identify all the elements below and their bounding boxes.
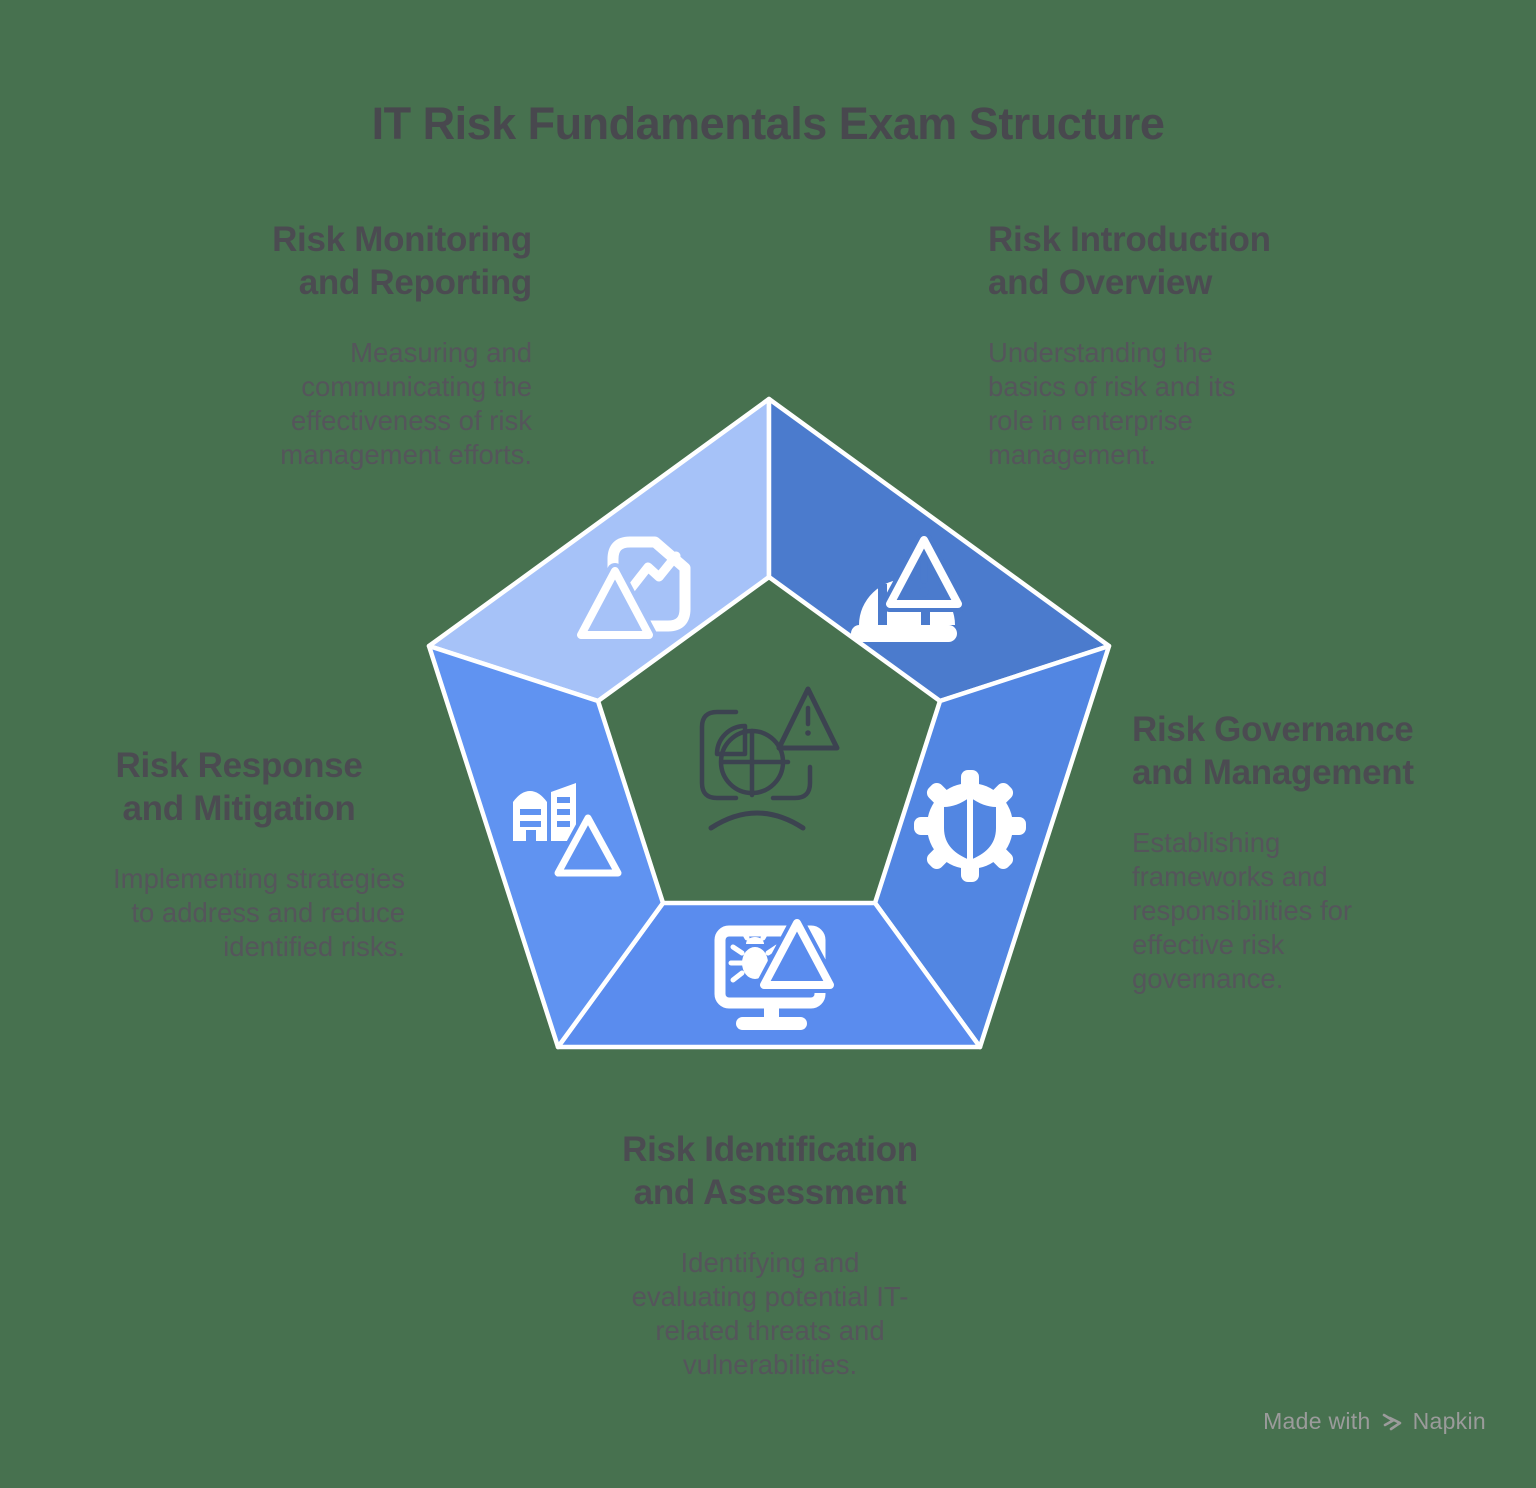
napkin-logo-icon — [1382, 1413, 1401, 1430]
section-governance: Risk Governance and Management Establish… — [1132, 708, 1482, 996]
risk-assessment-person-icon — [699, 686, 840, 831]
section-monitoring-description: Measuring and communicating the effectiv… — [280, 337, 532, 470]
section-response: Risk Response and Mitigation Implementin… — [73, 744, 405, 964]
section-introduction-heading: Risk Introduction and Overview — [988, 220, 1271, 302]
section-response-description: Implementing strategies to address and r… — [113, 863, 405, 962]
gear-shield-icon — [914, 770, 1026, 882]
section-monitoring: Risk Monitoring and Reporting Measuring … — [160, 218, 532, 472]
section-identification: Risk Identification and Assessment Ident… — [540, 1128, 1000, 1382]
pentagon-segment-response — [426, 643, 666, 1050]
section-response-heading: Risk Response and Mitigation — [115, 746, 363, 828]
section-governance-description: Establishing frameworks and responsibili… — [1132, 827, 1353, 994]
buildings-warning-icon — [513, 783, 626, 881]
section-monitoring-heading: Risk Monitoring and Reporting — [272, 220, 532, 302]
section-identification-heading: Risk Identification and Assessment — [622, 1130, 918, 1212]
watermark-made-with-label: Made with — [1263, 1408, 1371, 1434]
watermark: Made with Napkin — [1263, 1408, 1486, 1435]
monitor-bug-warning-icon — [714, 915, 838, 1030]
section-introduction: Risk Introduction and Overview Understan… — [988, 218, 1328, 472]
section-governance-heading: Risk Governance and Management — [1132, 710, 1414, 792]
watermark-brand-label: Napkin — [1412, 1408, 1486, 1434]
hardhat-warning-icon — [851, 532, 966, 642]
diagram-title: IT Risk Fundamentals Exam Structure — [371, 98, 1165, 149]
report-chart-warning-icon — [573, 536, 691, 643]
section-introduction-description: Understanding the basics of risk and its… — [988, 337, 1236, 470]
section-identification-description: Identifying and evaluating potential IT-… — [631, 1247, 909, 1380]
